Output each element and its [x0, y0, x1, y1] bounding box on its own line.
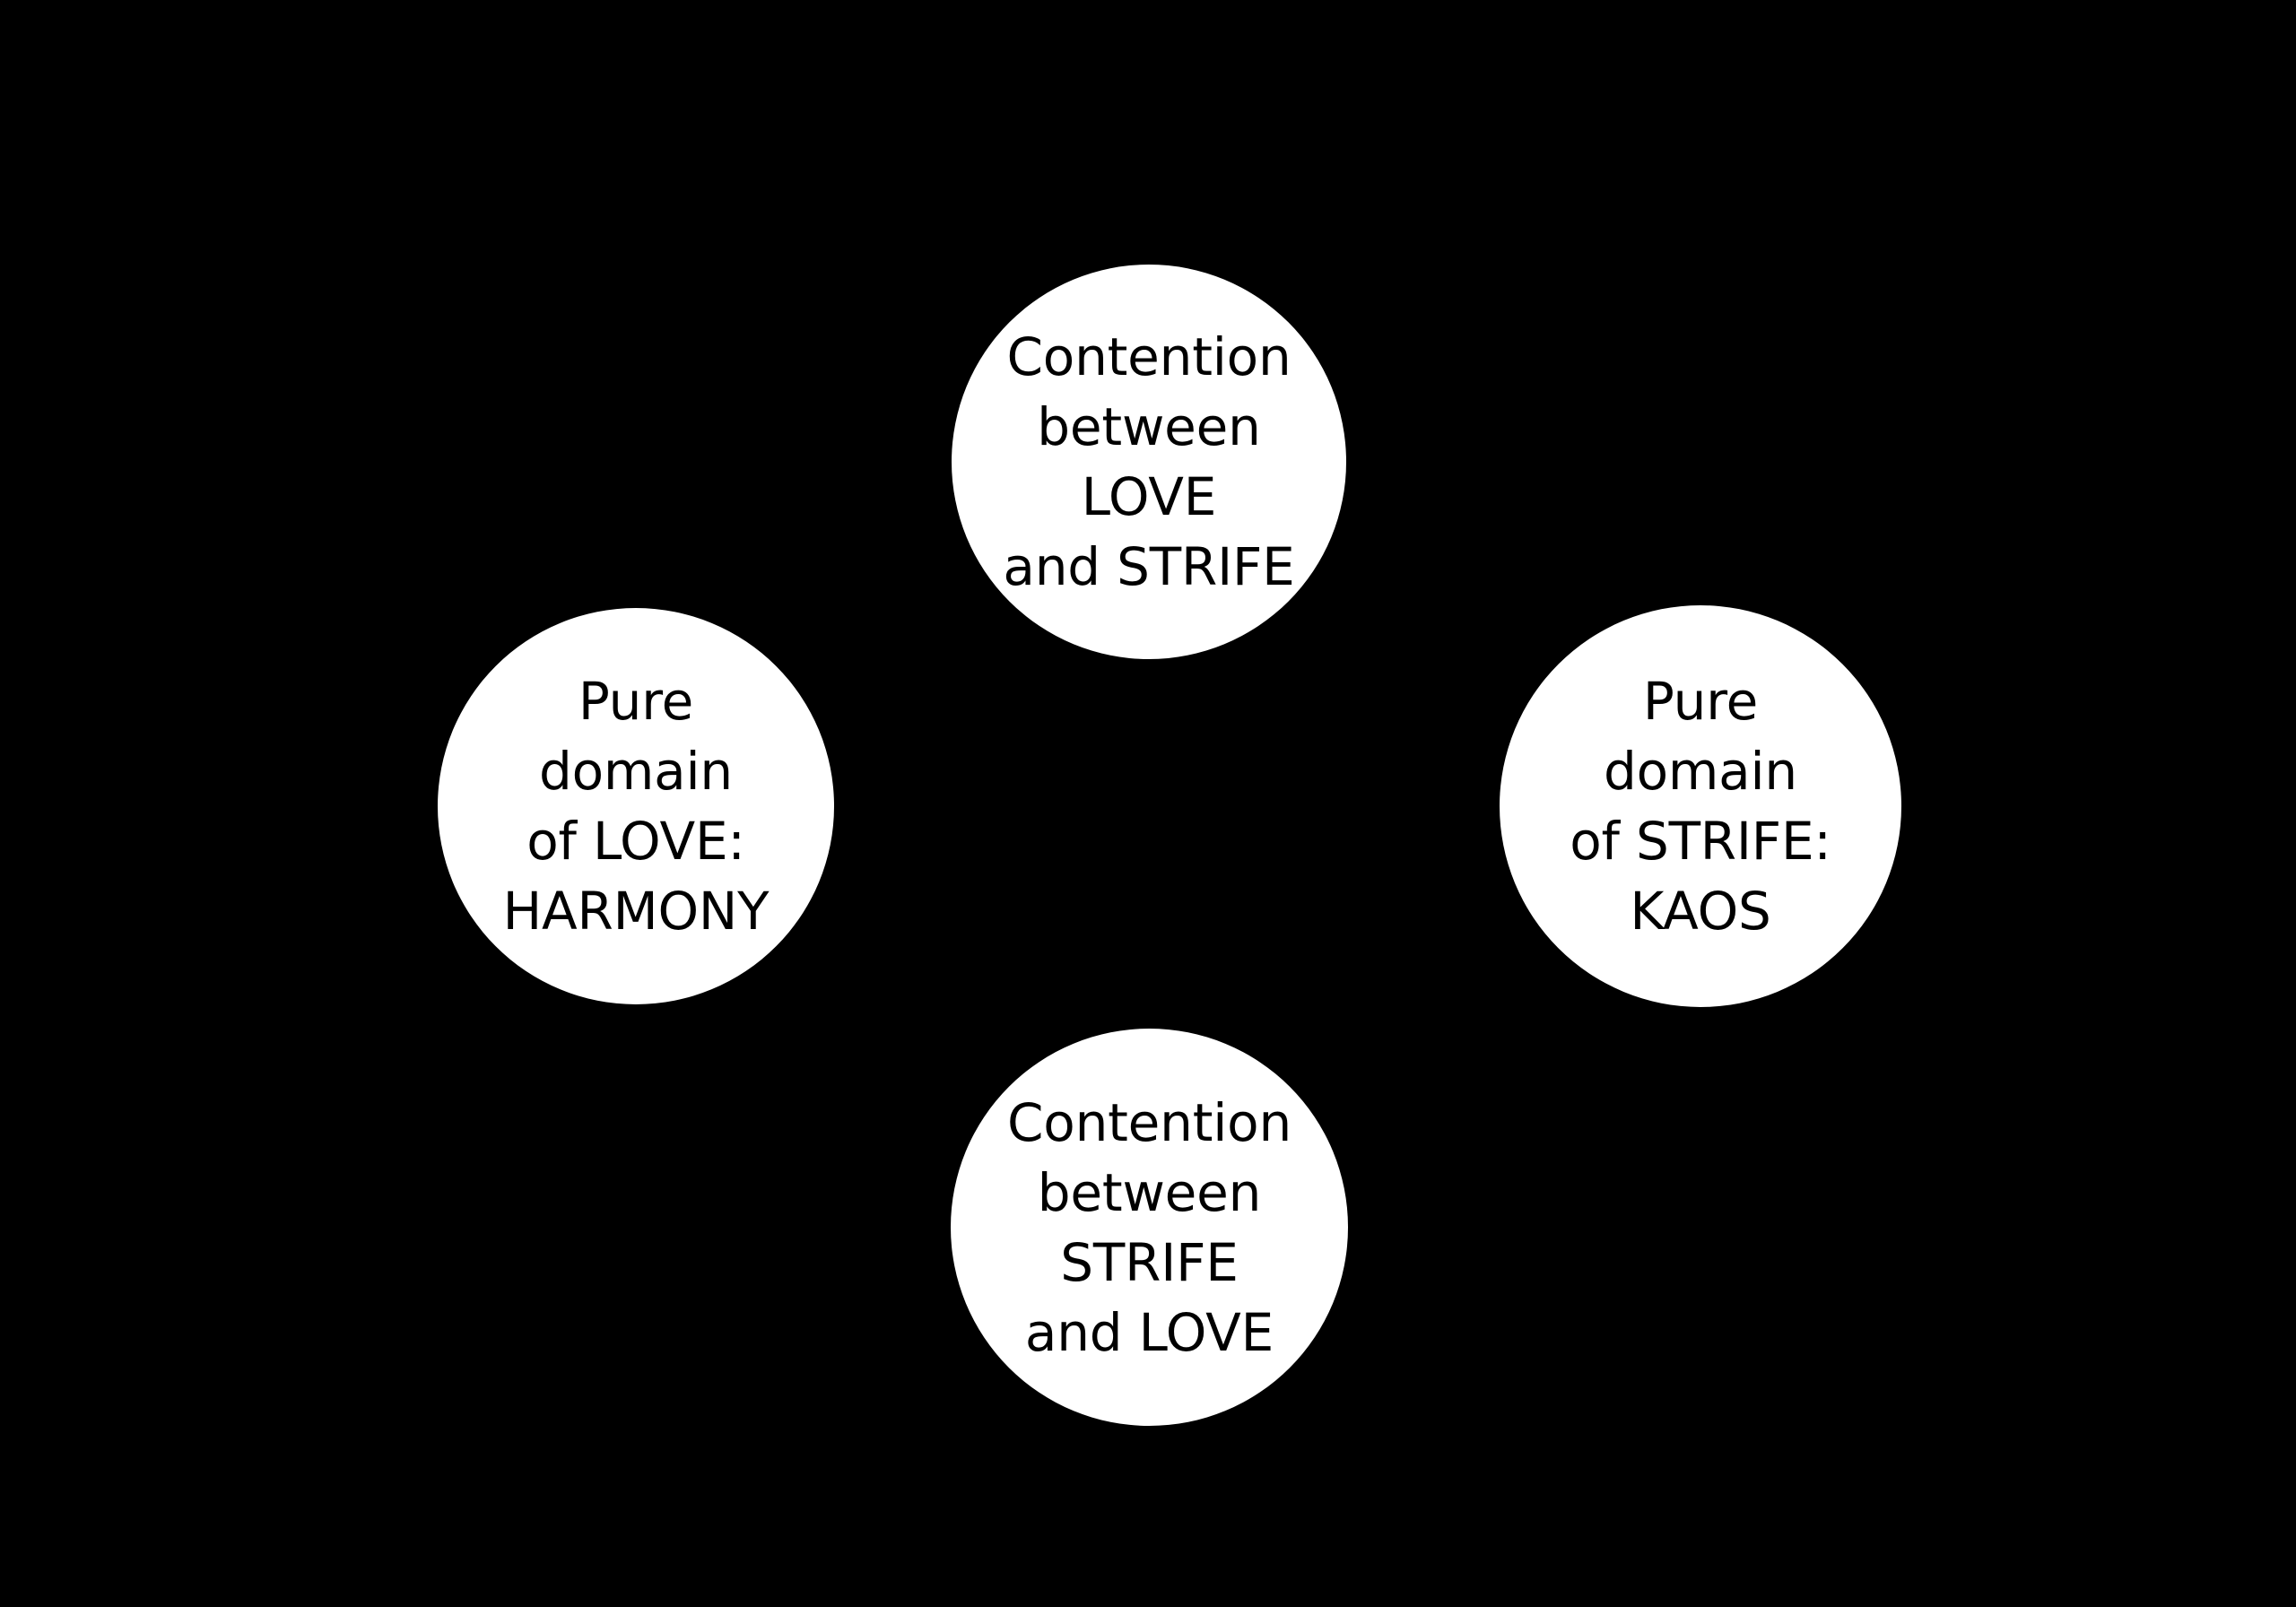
diagram-node-bottom-label: Contention between STRIFE and LOVE [1006, 1091, 1292, 1363]
diagram-node-right-label: Pure domain of STRIFE: KAOS [1570, 671, 1831, 942]
diagram-node-bottom[interactable]: Contention between STRIFE and LOVE [951, 1029, 1348, 1426]
diagram-node-left-label: Pure domain of LOVE: HARMONY [502, 671, 770, 942]
diagram-node-right[interactable]: Pure domain of STRIFE: KAOS [1500, 605, 1901, 1007]
diagram-node-top[interactable]: Contention between LOVE and STRIFE [952, 265, 1346, 659]
diagram-node-top-label: Contention between LOVE and STRIFE [1003, 326, 1295, 597]
diagram-node-left[interactable]: Pure domain of LOVE: HARMONY [438, 608, 834, 1004]
